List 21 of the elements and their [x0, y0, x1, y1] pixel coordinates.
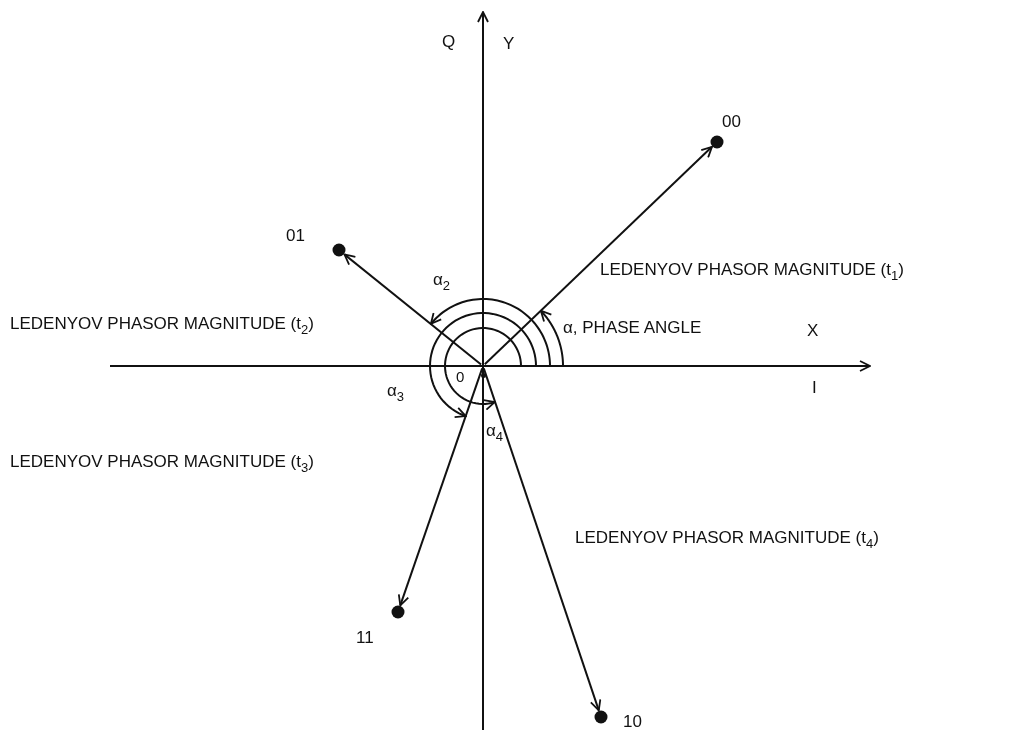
symbol-code-label: 11: [356, 628, 374, 648]
phasor-arrow: [483, 145, 713, 366]
angle-label: α$_{4}$: [486, 421, 504, 441]
magnitude-label: LEDENYOV PHASOR MAGNITUDE (t$_{1}$): [600, 260, 904, 280]
magnitude-label: LEDENYOV PHASOR MAGNITUDE (t$_{2}$): [10, 314, 314, 334]
symbol-code-label: 10: [623, 712, 642, 732]
magnitude-label: LEDENYOV PHASOR MAGNITUDE (t$_{3}$): [10, 452, 314, 472]
origin-label: 0: [456, 369, 465, 384]
axis-label: I: [812, 378, 817, 398]
axis-label: X: [807, 321, 819, 341]
axis-label: Y: [503, 34, 515, 54]
angle-label: α$_{2}$: [433, 270, 451, 290]
symbol-code-label: 01: [286, 226, 305, 246]
angle-label: α$_{3}$: [387, 381, 405, 401]
magnitude-label: LEDENYOV PHASOR MAGNITUDE (t$_{4}$): [575, 528, 879, 548]
phasor-arrow: [343, 253, 483, 366]
symbol-code-label: 00: [722, 112, 741, 132]
phasor-arrow: [482, 367, 602, 712]
phasor-arrow: [397, 367, 484, 607]
axis-label: Q: [442, 32, 456, 52]
angle-label: α, PHASE ANGLE: [563, 318, 702, 338]
